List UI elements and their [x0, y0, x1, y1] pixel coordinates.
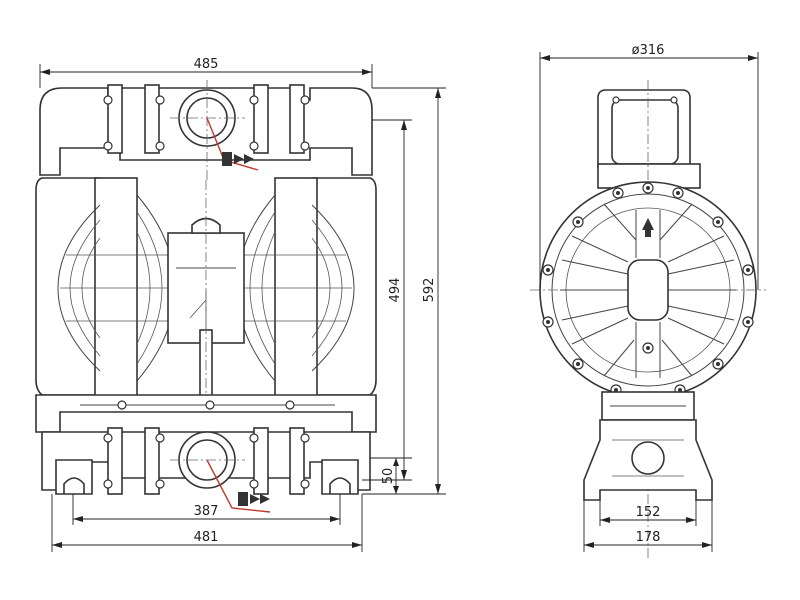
side-center-channel	[627, 259, 669, 321]
side-inlet-port	[631, 441, 665, 475]
rim-bolts	[542, 182, 754, 396]
front-view: 485 387 481 494 592 50	[35, 57, 446, 552]
up-arrow-icon	[642, 218, 654, 237]
dim-base-width: 481	[194, 530, 219, 545]
top-flange-left-2	[144, 84, 160, 154]
right-foot	[321, 459, 359, 495]
dim-flange-width: 387	[194, 504, 219, 519]
left-chamber	[35, 177, 101, 396]
top-flange-right-2	[289, 84, 305, 154]
side-view: ø316 152 178	[530, 43, 766, 560]
left-diaphragm-plate	[94, 177, 138, 397]
right-chamber	[311, 177, 377, 396]
left-foot	[55, 459, 93, 495]
dim-side-diameter: ø316	[632, 43, 665, 58]
side-outlet-elbow	[597, 89, 691, 169]
flow-arrow-icon	[222, 152, 254, 166]
housing-ribs	[560, 203, 736, 377]
bottom-flange-right-2	[289, 427, 305, 495]
lower-manifold	[35, 394, 377, 433]
dim-side-base-outer: 178	[636, 530, 661, 545]
bottom-flange-left-2	[144, 427, 160, 495]
dim-side-base-inner: 152	[636, 505, 661, 520]
dim-top-width: 485	[194, 57, 219, 72]
dim-base-height: 50	[381, 468, 396, 485]
flow-arrow-icon	[238, 492, 270, 506]
dim-total-height: 592	[422, 278, 437, 303]
bottom-flange-left-1	[107, 427, 123, 495]
bottom-flange-right-1	[253, 427, 269, 495]
dim-inner-height: 494	[388, 278, 403, 303]
right-diaphragm-plate	[274, 177, 318, 397]
